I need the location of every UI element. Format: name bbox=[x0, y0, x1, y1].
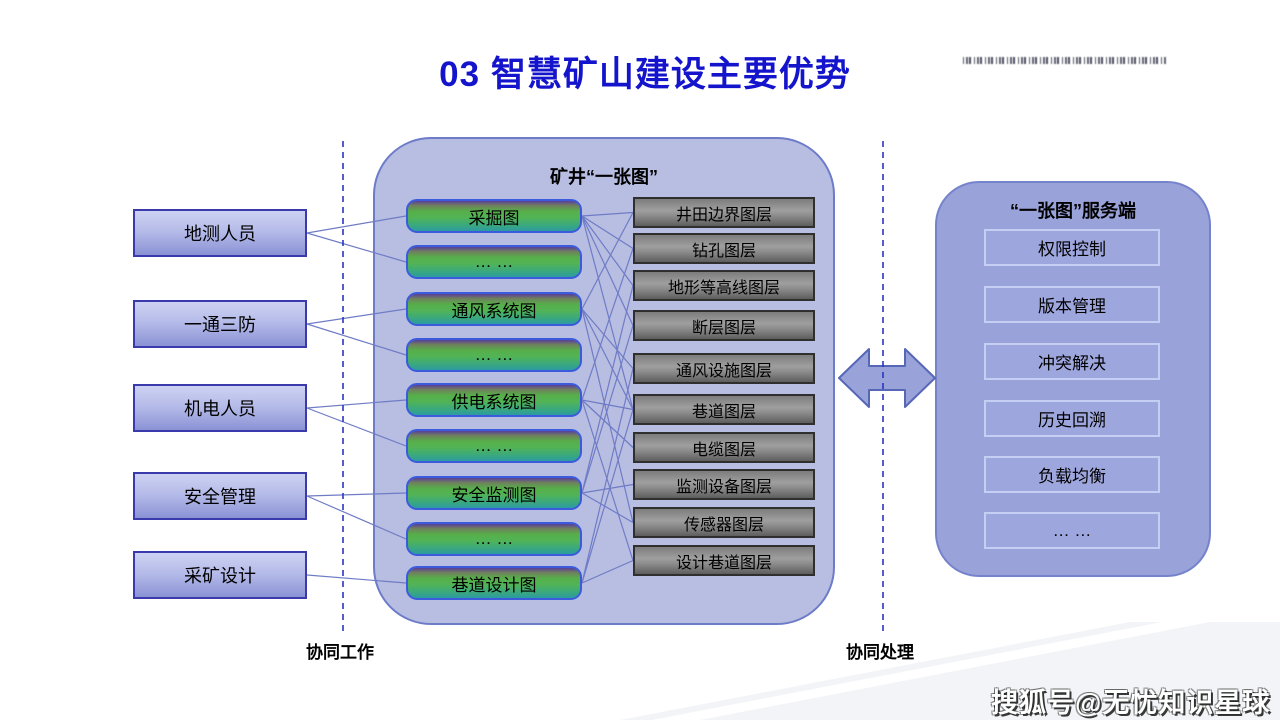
service-box: … … bbox=[984, 512, 1160, 549]
service-box: 权限控制 bbox=[984, 229, 1160, 266]
layer-box: 断层图层 bbox=[633, 310, 815, 341]
role-box: 地测人员 bbox=[133, 209, 307, 257]
layer-box: 监测设备图层 bbox=[633, 469, 815, 500]
map-box: … … bbox=[406, 522, 582, 556]
role-box: 采矿设计 bbox=[133, 551, 307, 599]
layer-box: 地形等高线图层 bbox=[633, 270, 815, 301]
label-collaborative-work: 协同工作 bbox=[306, 643, 374, 662]
service-box: 历史回溯 bbox=[984, 400, 1160, 437]
map-box: … … bbox=[406, 338, 582, 372]
swoosh-band-thin bbox=[620, 622, 1162, 720]
map-box: 供电系统图 bbox=[406, 383, 582, 417]
service-box: 冲突解决 bbox=[984, 343, 1160, 380]
sohu-watermark: 搜狐号@无忧知识星球 bbox=[991, 688, 1271, 718]
role-box: 机电人员 bbox=[133, 384, 307, 432]
map-box: … … bbox=[406, 429, 582, 463]
service-box: 版本管理 bbox=[984, 286, 1160, 323]
one-map-panel-title: 矿井“一张图” bbox=[550, 167, 658, 187]
role-box: 安全管理 bbox=[133, 472, 307, 520]
map-box: … … bbox=[406, 245, 582, 279]
map-box: 安全监测图 bbox=[406, 476, 582, 510]
map-box: 采掘图 bbox=[406, 199, 582, 233]
map-box: 巷道设计图 bbox=[406, 566, 582, 600]
layer-box: 通风设施图层 bbox=[633, 353, 815, 384]
service-box: 负载均衡 bbox=[984, 456, 1160, 493]
page-title: 03 智慧矿山建设主要优势 bbox=[439, 55, 851, 94]
layer-box: 钻孔图层 bbox=[633, 233, 815, 264]
label-collaborative-processing: 协同处理 bbox=[846, 643, 914, 662]
layer-box: 传感器图层 bbox=[633, 507, 815, 538]
layer-box: 巷道图层 bbox=[633, 394, 815, 425]
layer-box: 设计巷道图层 bbox=[633, 545, 815, 576]
layer-box: 电缆图层 bbox=[633, 432, 815, 463]
map-box: 通风系统图 bbox=[406, 292, 582, 326]
server-panel-title: “一张图”服务端 bbox=[1010, 201, 1136, 221]
swoosh-band-main bbox=[700, 622, 1280, 720]
layer-box: 井田边界图层 bbox=[633, 197, 815, 228]
fine-print-watermark bbox=[963, 57, 1166, 64]
role-box: 一通三防 bbox=[133, 300, 307, 348]
